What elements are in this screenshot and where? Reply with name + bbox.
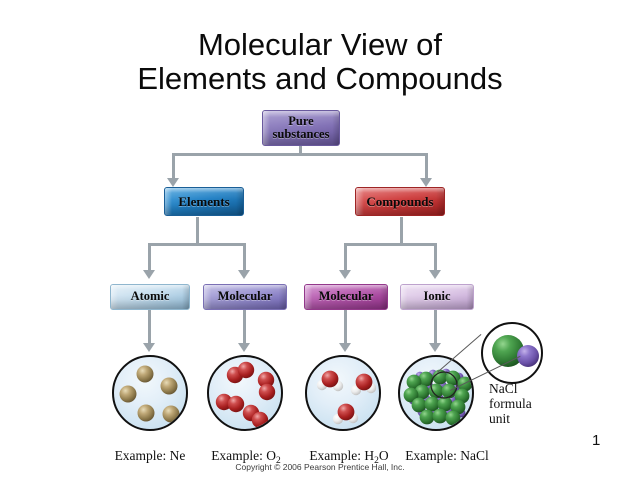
node-pure-substances-line2: substances (272, 127, 330, 141)
connector-to-compounds (425, 153, 428, 179)
example-label-oxygen: Example: O2 (196, 448, 296, 466)
connector-compounds-stem (400, 217, 403, 244)
nacl-formula-unit-callout (481, 322, 543, 384)
node-pure-substances-line1: Pure (288, 113, 314, 128)
arrowhead-to-atomic (143, 270, 155, 279)
arrowhead-to-molecular-compound (339, 270, 351, 279)
connector-root-stem (299, 145, 302, 155)
page-number: 1 (592, 432, 601, 449)
water-molecules-illustration (316, 370, 377, 425)
arrowhead-molecular-compound-circle (339, 343, 351, 352)
example-water-tail: O (378, 448, 389, 463)
example-neon-text: Example: Ne (114, 448, 186, 463)
arrowhead-ionic-circle (429, 343, 441, 352)
example-nacl-text: Example: NaCl (405, 448, 489, 463)
connector-to-molecular-compound (344, 243, 347, 271)
node-molecular-element[interactable]: Molecular (203, 284, 287, 310)
connector-to-elements (172, 153, 175, 179)
node-molecular-compound[interactable]: Molecular (304, 284, 388, 310)
node-elements[interactable]: Elements (164, 187, 244, 216)
connector-molecular-element-to-circle (243, 310, 246, 344)
callout-line-2: formula (489, 396, 532, 411)
node-pure-substances[interactable]: Pure substances (262, 110, 340, 146)
example-oxygen-text: Example: O (211, 448, 277, 463)
connector-ionic-to-circle (434, 310, 437, 344)
formula-unit-highlight-ring (430, 371, 458, 399)
example-water-text: Example: H (309, 448, 375, 463)
node-molecular-compound-label: Molecular (318, 289, 374, 304)
arrowhead-atomic-circle (143, 343, 155, 352)
example-oxygen-subscript: 2 (276, 456, 281, 466)
node-compounds[interactable]: Compounds (355, 187, 445, 216)
connector-to-ionic (434, 243, 437, 271)
connector-elements-bar (148, 243, 246, 246)
title-line-2: Elements and Compounds (137, 61, 503, 96)
sample-circle-nacl (398, 355, 474, 431)
node-molecular-element-label: Molecular (217, 289, 273, 304)
connector-elements-stem (196, 217, 199, 244)
example-label-neon: Example: Ne (100, 448, 200, 464)
chloride-sphere (492, 335, 524, 367)
example-label-water: Example: H2O (294, 448, 404, 466)
arrowhead-to-compounds (420, 178, 432, 187)
node-compounds-label: Compounds (366, 193, 434, 209)
connector-to-atomic (148, 243, 151, 271)
node-atomic-label: Atomic (130, 289, 170, 304)
connector-root-bar (172, 153, 428, 156)
copyright-notice: Copyright © 2006 Pearson Prentice Hall, … (235, 462, 405, 472)
node-ionic-label: Ionic (423, 289, 451, 304)
example-water-subscript: 2 (374, 456, 379, 466)
neon-atoms-illustration (119, 365, 180, 423)
node-elements-label: Elements (178, 193, 230, 209)
arrowhead-molecular-element-circle (238, 343, 250, 352)
connector-compounds-bar (344, 243, 437, 246)
sample-circle-water (305, 355, 381, 431)
page-title: Molecular View of Elements and Compounds (0, 28, 640, 96)
arrowhead-to-ionic (429, 270, 441, 279)
callout-line-1: NaCl (489, 381, 518, 396)
arrowhead-to-elements (167, 178, 179, 187)
sample-circle-neon (112, 355, 188, 431)
nacl-formula-unit-label: NaCl formula unit (489, 381, 532, 426)
sodium-sphere (517, 345, 539, 367)
node-ionic[interactable]: Ionic (400, 284, 474, 310)
title-line-1: Molecular View of (197, 27, 443, 62)
connector-to-molecular-element (243, 243, 246, 271)
example-label-nacl: Example: NaCl (392, 448, 502, 464)
callout-line-3: unit (489, 411, 511, 426)
oxygen-molecules-illustration (215, 361, 276, 429)
arrowhead-to-molecular-element (238, 270, 250, 279)
connector-atomic-to-circle (148, 310, 151, 344)
node-atomic[interactable]: Atomic (110, 284, 190, 310)
nacl-formula-unit-illustration (492, 335, 539, 367)
nacl-lattice-illustration (403, 368, 472, 426)
sample-circle-oxygen (207, 355, 283, 431)
connector-molecular-compound-to-circle (344, 310, 347, 344)
